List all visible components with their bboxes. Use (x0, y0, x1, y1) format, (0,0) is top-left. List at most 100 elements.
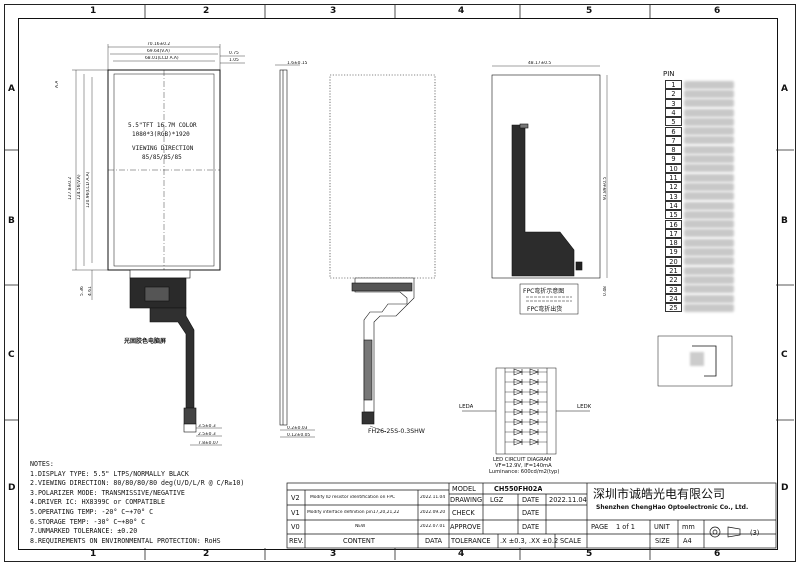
rev-row-1-rev: V2 (291, 494, 300, 502)
pin-definition-redacted (684, 99, 734, 108)
drawing-inner-border (18, 18, 778, 550)
pin-definition-redacted (684, 192, 734, 201)
drawing-border (4, 4, 796, 562)
pin-number: 18 (665, 238, 682, 248)
back-view (329, 74, 436, 433)
rev-row-1-date: 2022.11.04 (420, 495, 446, 500)
size-value: A4 (683, 537, 692, 545)
date-value: 2022.11.04 (549, 496, 587, 504)
front-dim-top-1: 70.16±0.2 (147, 42, 171, 47)
fpc-legend-2: FPC弯折出货 (527, 306, 563, 313)
note-8: 8.REQUIREMENTS ON ENVIRONMENTAL PROTECTI… (30, 536, 221, 545)
company-name-cn: 深圳市诚皓光电有限公司 (593, 487, 726, 501)
zone-row-a: A (8, 84, 15, 94)
zone-row-c-right: C (781, 350, 788, 360)
zone-col-1: 1 (90, 6, 97, 16)
front-title-line2: 1080*3(RGB)*1920 (132, 131, 190, 138)
notes-block: NOTES: 1.DISPLAY TYPE: 5.5" LTPS/NORMALL… (30, 460, 244, 546)
pin-number: 4 (665, 107, 682, 118)
drawing-value: LGZ (490, 496, 504, 504)
note-4: 4.DRIVER IC: HX8399C or COMPATIBLE (30, 498, 165, 507)
projection-label: (3) (750, 529, 760, 537)
unit-value: mm (682, 523, 695, 531)
front-title-line1: 5.5"TFT 16.7M COLOR (128, 122, 197, 129)
led-label-ledk: LEDK (577, 404, 592, 410)
pin-definition-redacted (684, 303, 734, 312)
fpc-view (491, 65, 608, 279)
pin-number: 11 (665, 173, 682, 183)
connector-label: FH26-25S-0.3SHW (368, 428, 425, 435)
led-diodes (505, 368, 547, 446)
fpc-legend-1: FPC弯折示意图 (523, 288, 565, 295)
pin-definition-redacted (684, 127, 734, 136)
led-caption-1: LED CIRCUIT DIAGRAM (493, 457, 552, 463)
front-dim-right-2: 1.05 (229, 58, 239, 63)
pin-number: 8 (665, 145, 682, 155)
note-3: 3.POLARIZER MODE: TRANSMISSIVE/NEGATIVE (30, 488, 185, 497)
pin-definition-redacted (684, 210, 734, 219)
note-5: 5.OPERATING TEMP: -20° C~+70° C (30, 507, 154, 516)
pin-definition-redacted (684, 229, 734, 238)
pin-definition-redacted (684, 164, 734, 173)
page-value: 1 of 1 (616, 523, 635, 531)
title-block-lines (286, 482, 777, 549)
pin-definition-redacted (684, 80, 734, 89)
pin-definition-redacted (684, 238, 734, 247)
zone-row-c: C (8, 350, 15, 360)
zone-col-5-bottom: 5 (586, 549, 593, 559)
front-title-line4: 85/85/85/85 (142, 154, 182, 161)
front-dim-left-2: 127.8±0.2 (68, 176, 73, 200)
side-dim-top: 1.6±0.15 (287, 61, 308, 66)
zone-col-4-bottom: 4 (458, 549, 465, 559)
front-dim-tail-1: 3.5±0.3 (198, 424, 216, 429)
zone-col-5: 5 (586, 6, 593, 16)
pin-number: 13 (665, 191, 682, 201)
note-2: 2.VIEWING DIRECTION: 80/80/80/80 deg(U/D… (30, 479, 245, 488)
pin-number: 15 (665, 210, 682, 220)
rev-row-3-date: 2022.07.01 (420, 524, 446, 529)
date-label-2: DATE (522, 509, 540, 517)
pin-definition-redacted (684, 89, 734, 98)
tolerance-label: TOLERANCE (451, 537, 491, 545)
zone-row-a-right: A (781, 84, 788, 94)
approve-label: APPROVE (450, 523, 481, 531)
rev-row-3-content: NEW (355, 524, 366, 529)
note-6: 6.STORAGE TEMP: -30° C~+80° C (30, 517, 146, 526)
model-label: MODEL (452, 485, 476, 493)
zone-row-d-right: D (781, 483, 789, 493)
front-dim-bottom-2: 4.61 (88, 286, 93, 296)
pin-number: 7 (665, 135, 682, 146)
pin-definition-redacted (684, 294, 734, 303)
pin-definition-redacted (684, 257, 734, 266)
rev-row-2-date: 2022.09.20 (420, 510, 446, 515)
header-content: CONTENT (343, 537, 375, 545)
rev-row-2-rev: V1 (291, 509, 300, 517)
pin-number: 12 (665, 182, 682, 192)
size-label: SIZE (655, 537, 670, 545)
zone-col-2-bottom: 2 (203, 549, 210, 559)
front-fpc-label: 光固胶色电脑屏 (124, 338, 167, 345)
zone-col-2: 2 (203, 6, 210, 16)
pin-definition-redacted (684, 117, 734, 126)
header-rev: REV. (289, 537, 304, 545)
pin-number: 25 (665, 303, 682, 313)
unit-label: UNIT (654, 523, 670, 531)
front-dim-right-1: 0.75 (229, 51, 239, 56)
pin-number: 23 (665, 284, 682, 294)
page-label: PAGE (591, 523, 609, 531)
check-label: CHECK (452, 509, 475, 517)
pin-definition-redacted (684, 248, 734, 256)
pin-definition-redacted (684, 266, 734, 275)
pin-number: 10 (665, 163, 682, 173)
pin-number: 21 (665, 266, 682, 276)
zone-col-3-bottom: 3 (330, 549, 337, 559)
pin-table-header: PIN (663, 70, 675, 78)
fpc-dim-top: 48.17±0.5 (528, 61, 552, 66)
pin-definition-redacted (684, 201, 734, 210)
front-dim-top-2: 69.64(V.A) (147, 49, 170, 54)
pin-definition-redacted (684, 136, 734, 145)
pin-definition-redacted (684, 108, 734, 117)
front-dim-left-4: 120.96(LCD A.A) (86, 171, 91, 208)
zone-col-6-bottom: 6 (714, 549, 721, 559)
note-7: 7.UNMARKED TOLERANCE: ±0.20 (30, 527, 138, 536)
